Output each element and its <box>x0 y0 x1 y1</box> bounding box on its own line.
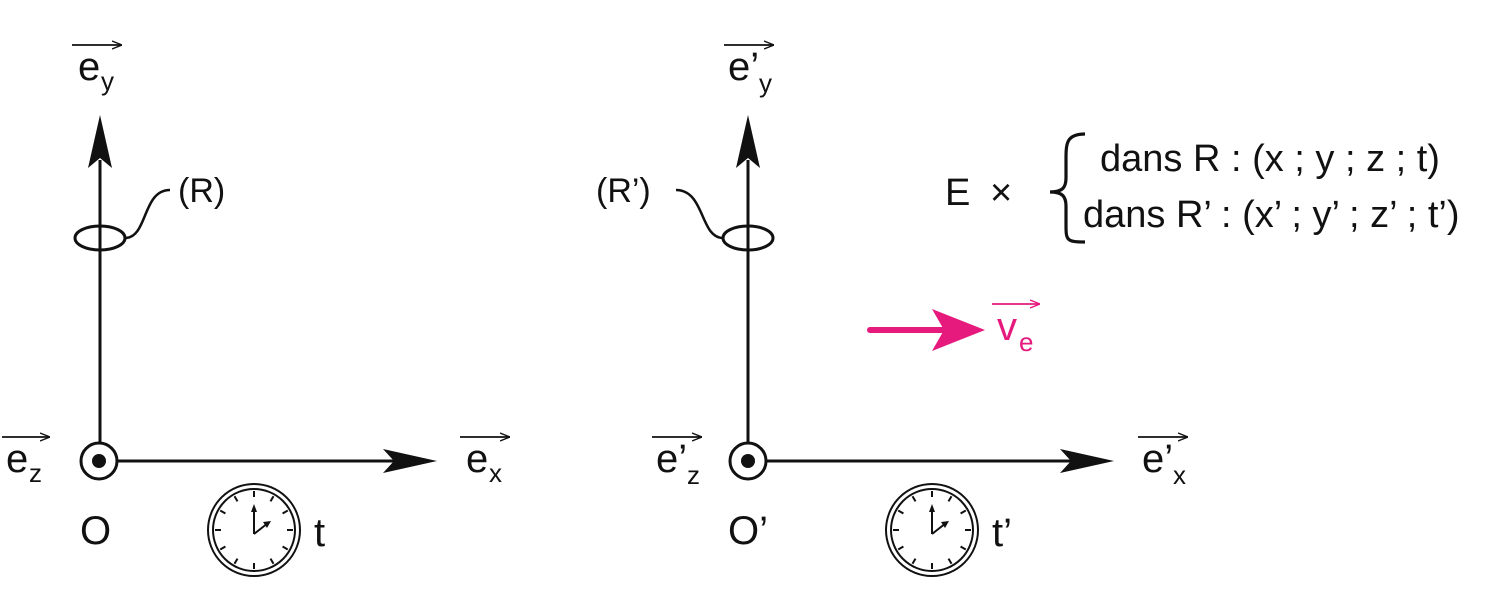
velocity-vector: v e <box>867 304 1040 357</box>
ex-vector-label: e x <box>460 437 510 488</box>
svg-text:e’: e’ <box>1142 437 1173 481</box>
velocity-label: v e <box>992 304 1040 357</box>
frame-label: (R’) <box>596 172 651 210</box>
y-axis-arrowhead-rp <box>736 115 760 168</box>
svg-text:e: e <box>1019 327 1033 357</box>
frame-label-leader <box>124 188 171 240</box>
event-name: E <box>945 172 970 214</box>
out-of-page-icon <box>79 441 119 481</box>
ey-vector-label: e y <box>72 45 122 96</box>
frame-label: (R) <box>178 172 225 210</box>
svg-text:y: y <box>101 66 114 96</box>
ex-prime-vector-label: e’ x <box>1138 437 1188 490</box>
time-label: t <box>314 511 325 555</box>
origin-label: O <box>80 509 111 553</box>
frame-label-leader <box>675 188 724 240</box>
frame-r-prime: (R’) e’ y e’ x e’ z O’ t’ <box>596 45 1188 577</box>
time-label: t’ <box>992 511 1012 555</box>
ey-prime-vector-label: e’ y <box>724 45 774 98</box>
ez-prime-vector-label: e’ z <box>652 437 702 490</box>
svg-text:e: e <box>6 437 28 481</box>
velocity-arrowhead <box>932 309 985 351</box>
ez-vector-label: e z <box>2 437 50 488</box>
y-axis-arrowhead-r <box>88 115 112 168</box>
svg-text:x: x <box>489 458 502 488</box>
svg-text:z: z <box>29 458 42 488</box>
svg-text:v: v <box>997 305 1017 349</box>
svg-text:e: e <box>466 437 488 481</box>
event-line-rp: dans R’ : (x’ ; y’ ; z’ ; t’) <box>1083 194 1460 236</box>
event-line-r: dans R : (x ; y ; z ; t) <box>1100 138 1440 180</box>
clock-icon <box>207 483 301 577</box>
frame-r: (R) e y e x e z O t <box>2 45 510 577</box>
svg-text:x: x <box>1173 460 1186 490</box>
svg-text:y: y <box>759 68 772 98</box>
svg-text:e: e <box>78 45 100 89</box>
x-axis-arrowhead-r <box>383 449 437 473</box>
svg-text:z: z <box>687 460 700 490</box>
origin-label: O’ <box>728 509 768 553</box>
x-axis-arrowhead-rp <box>1060 449 1114 473</box>
svg-text:e’: e’ <box>656 437 687 481</box>
event-coordinates: E × dans R : (x ; y ; z ; t) dans R’ : (… <box>945 132 1460 244</box>
times-symbol: × <box>990 172 1012 214</box>
svg-text:e’: e’ <box>728 45 759 89</box>
clock-icon <box>885 483 979 577</box>
out-of-page-icon <box>728 441 768 481</box>
curly-brace <box>1049 132 1086 244</box>
